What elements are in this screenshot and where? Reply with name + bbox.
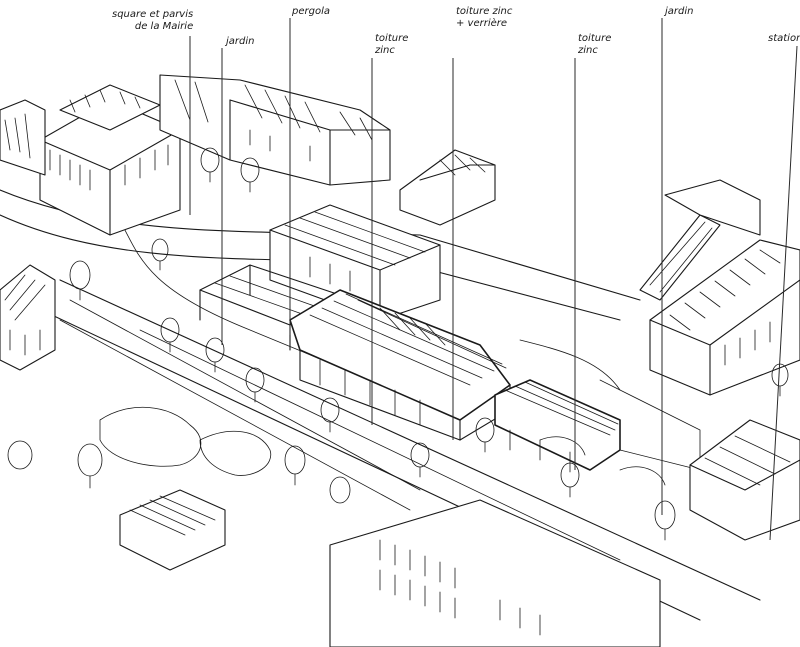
label-line: toiture [375,33,409,44]
label-line: jardin [665,6,694,17]
hedge-wall [59,299,421,511]
mairie-building [39,84,181,236]
shrubs [99,406,666,486]
left-building [0,264,56,371]
zinc-roof-main [289,289,511,441]
label-line: station [768,33,800,44]
zinc-roof-second [494,379,621,473]
label-toiture-zinc-1: toiture zinc [375,33,408,57]
label-line: pergola [292,6,330,17]
label-line: de la Mairie [134,21,194,32]
label-line: toiture zinc [456,6,513,17]
garden-right [519,339,701,471]
label-pergola: pergola [292,6,330,18]
label-station: station [768,33,800,45]
label-toiture-zinc-2: toiture zinc [578,33,611,57]
row-houses [159,74,391,186]
label-line: zinc [578,45,598,56]
bottom-small-building [119,489,226,571]
label-toiture-zinc-verriere: toiture zinc + verrière [456,6,512,30]
right-building-long [649,239,800,396]
right-lower-building [689,419,800,541]
right-building-angle [639,179,761,301]
label-line: jardin [226,36,255,47]
label-line: toiture [578,33,612,44]
left-house-top [0,99,46,176]
label-square-parvis-mairie: square et parvis de la Mairie [112,9,193,33]
trees [7,147,789,541]
label-line: square et parvis [112,9,194,20]
label-line: + verrière [456,18,508,29]
bottom-large-building [329,499,661,647]
label-jardin-right: jardin [665,6,693,18]
leader-lines [189,18,798,541]
label-jardin-left: jardin [226,36,254,48]
small-house-center [399,149,496,226]
label-line: zinc [375,45,395,56]
